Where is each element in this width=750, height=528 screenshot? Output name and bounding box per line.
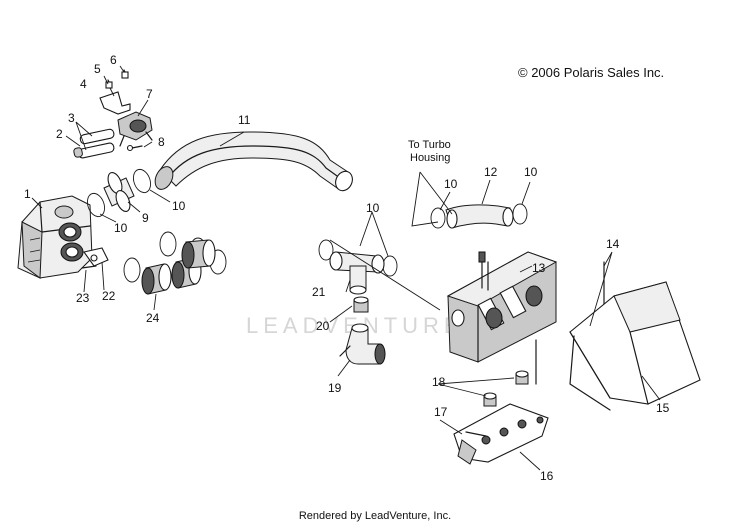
callout-9: 9 xyxy=(142,211,149,225)
callout-10-c: 10 xyxy=(366,201,380,215)
callout-6: 6 xyxy=(110,53,117,67)
callout-11: 11 xyxy=(238,113,251,127)
callout-13: 13 xyxy=(532,261,546,275)
callout-3: 3 xyxy=(68,111,75,125)
shield-part xyxy=(535,261,701,411)
callout-21: 21 xyxy=(312,285,326,299)
callout-18: 18 xyxy=(432,375,446,389)
callout-17: 17 xyxy=(434,405,448,419)
callout-7: 7 xyxy=(146,87,153,101)
turbo-note-line2: Housing xyxy=(410,152,450,164)
callout-5: 5 xyxy=(94,62,101,76)
copyright-text: © 2006 Polaris Sales Inc. xyxy=(518,65,664,80)
footer-credit: Rendered by LeadVenture, Inc. xyxy=(298,510,452,522)
intake-tube-part xyxy=(86,168,152,218)
mount-bracket-part xyxy=(453,370,549,465)
callout-19: 19 xyxy=(328,381,342,395)
turbo-note-line1: To Turbo xyxy=(408,139,451,151)
callout-8: 8 xyxy=(158,135,165,149)
callout-10-a: 10 xyxy=(114,221,128,235)
airbox-part xyxy=(17,195,93,279)
callout-10-b: 10 xyxy=(172,199,186,213)
coupler-parts xyxy=(81,231,227,295)
leader-lines xyxy=(31,65,661,471)
sensor-assembly-part xyxy=(73,69,153,159)
turbo-hose-part xyxy=(430,203,528,229)
intercooler-part xyxy=(446,251,558,363)
intake-hose-part xyxy=(154,131,353,192)
callout-24: 24 xyxy=(146,311,160,325)
callout-22: 22 xyxy=(102,289,116,303)
callout-4: 4 xyxy=(80,77,87,91)
callout-20: 20 xyxy=(316,319,330,333)
callout-10-e: 10 xyxy=(524,165,538,179)
callout-labels: 1 2 3 4 5 6 7 8 9 10 10 10 10 10 11 12 1… xyxy=(24,53,670,483)
callout-12: 12 xyxy=(484,165,498,179)
cap-part xyxy=(353,296,369,313)
elbow-part xyxy=(339,323,386,365)
callout-16: 16 xyxy=(540,469,554,483)
callout-14: 14 xyxy=(606,237,620,251)
callout-10-d: 10 xyxy=(444,177,458,191)
callout-1: 1 xyxy=(24,187,31,201)
callout-15: 15 xyxy=(656,401,670,415)
callout-23: 23 xyxy=(76,291,90,305)
callout-2: 2 xyxy=(56,127,63,141)
